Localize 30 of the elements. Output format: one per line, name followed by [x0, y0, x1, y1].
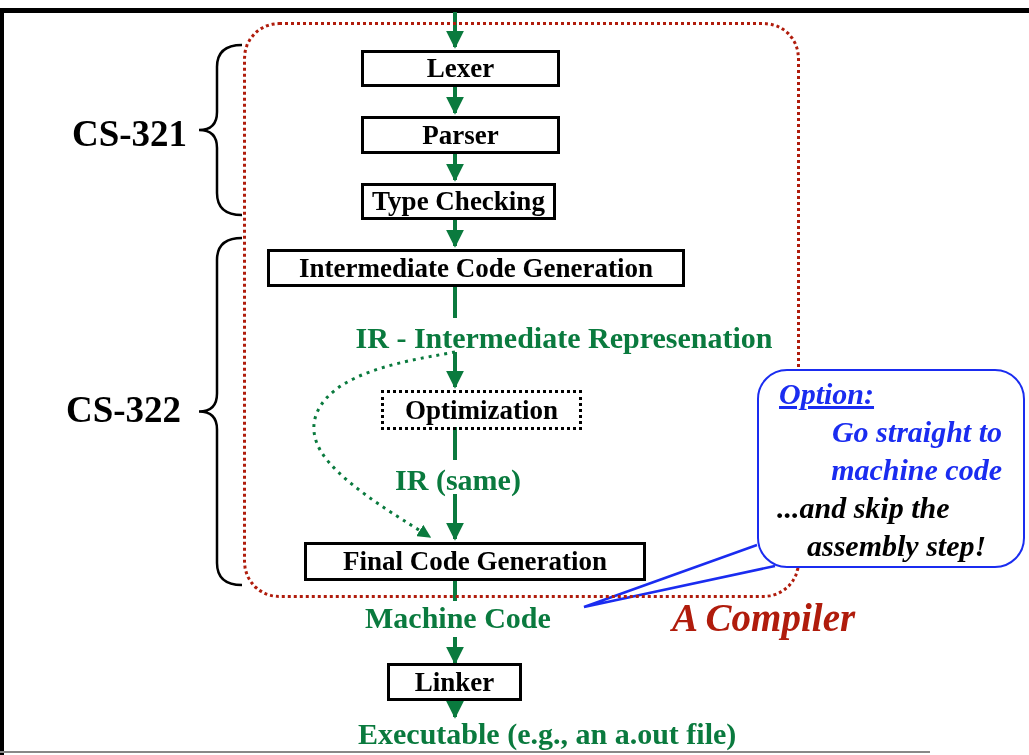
- connector-line: [453, 578, 457, 601]
- course-label: CS-322: [66, 388, 182, 431]
- dotted-arrow: [312, 350, 456, 539]
- process-box: Parser: [361, 116, 560, 154]
- process-box: Type Checking: [361, 183, 556, 220]
- arrow: [446, 84, 464, 115]
- callout-heading: Option:: [779, 376, 874, 412]
- process-box: Lexer: [361, 50, 560, 87]
- course-label: CS-321: [72, 112, 188, 155]
- group-title: A Compiler: [672, 595, 856, 640]
- data-label: Executable (e.g., an a.out file): [358, 717, 778, 751]
- speech-bubble: [757, 369, 1025, 568]
- arrow: [446, 151, 464, 182]
- process-box: Linker: [387, 663, 522, 701]
- callout-text: Go straight to machine code: [830, 414, 1002, 488]
- arrow: [446, 352, 464, 389]
- process-box: Intermediate Code Generation: [267, 249, 685, 287]
- arrow: [446, 700, 464, 719]
- connector-line: [453, 284, 457, 318]
- arrow: [446, 12, 464, 49]
- arrow: [446, 637, 464, 665]
- callout-text: ...and skip the assembly step!: [777, 490, 988, 564]
- arrow: [446, 494, 464, 541]
- connector-line: [453, 427, 457, 460]
- data-label: IR - Intermediate Represenation: [333, 321, 795, 355]
- arrow: [446, 217, 464, 248]
- data-label: IR (same): [383, 463, 533, 497]
- data-label: Machine Code: [365, 601, 587, 637]
- optional-process-box: Optimization: [381, 390, 582, 430]
- process-box: Final Code Generation: [304, 542, 646, 581]
